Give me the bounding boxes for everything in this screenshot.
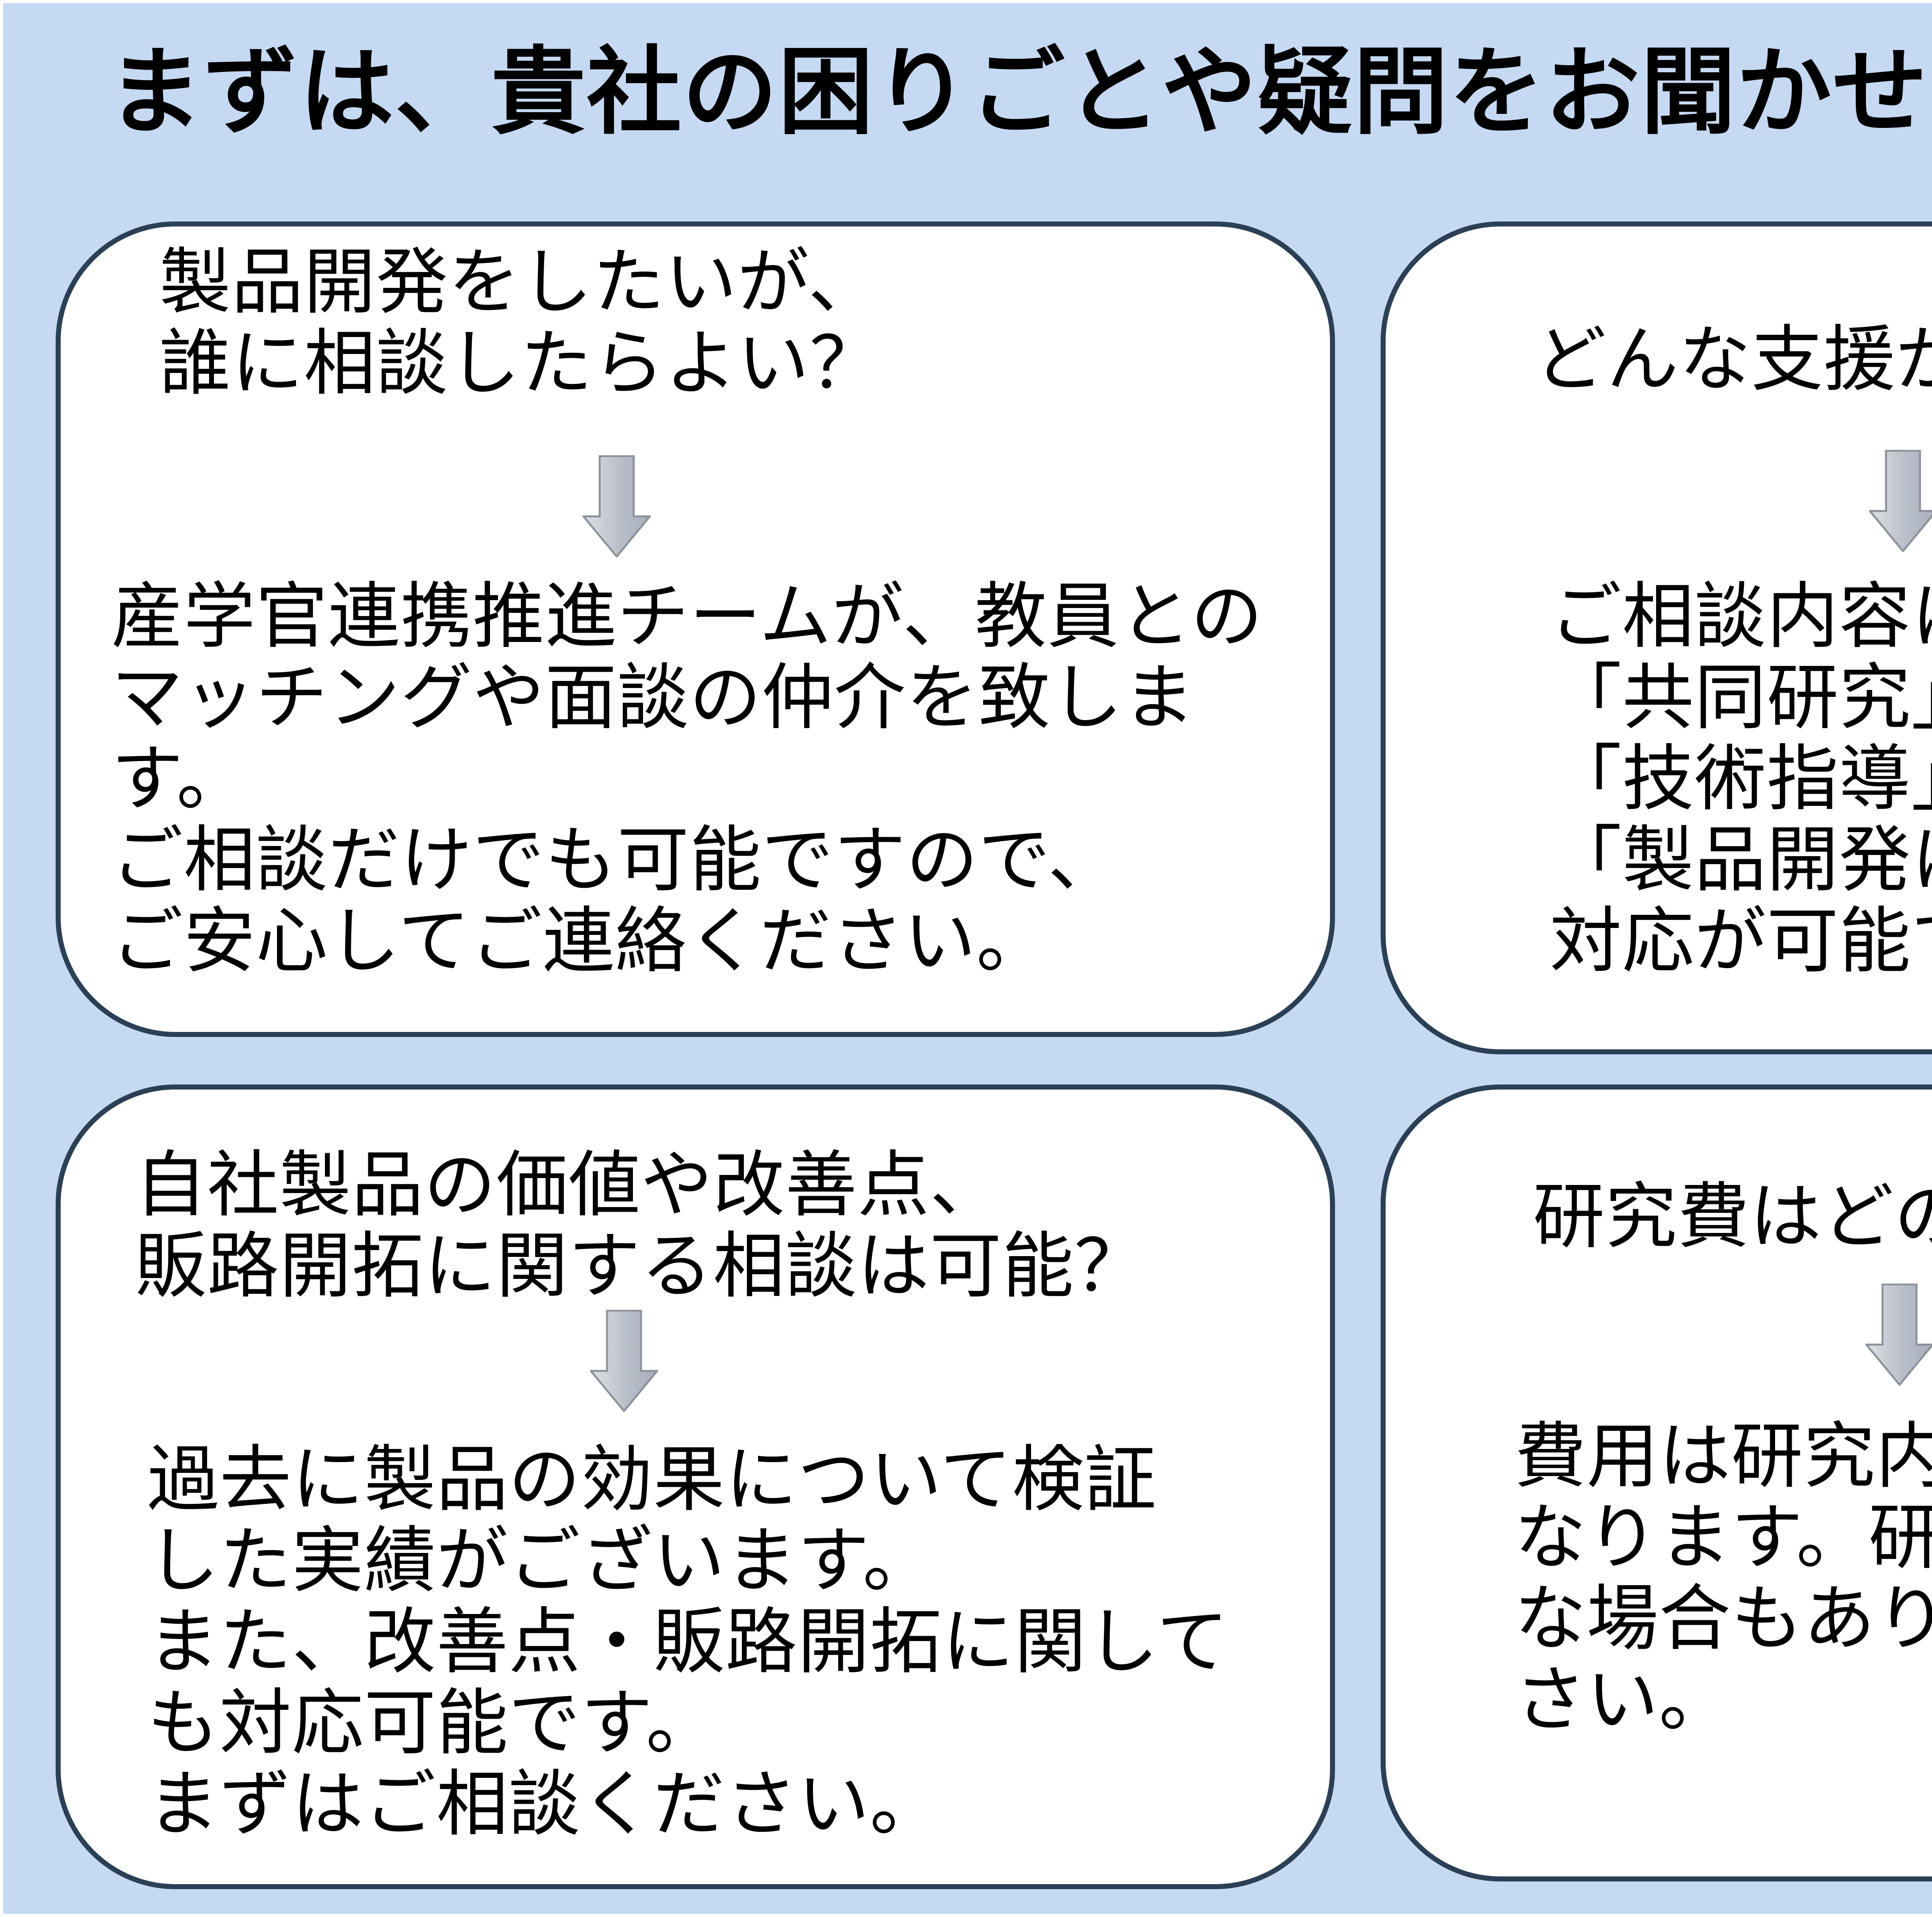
qa-card-research-cost: 研究費はどのくらい必要？ 費用は研究内容や規模によって異 なります。研究助成金の… bbox=[1381, 1084, 1932, 1881]
answer-text: ご相談内容に応じて、 「共同研究」「受託研究」 「技術指導」「アドバイザー」 「… bbox=[1550, 577, 1932, 981]
qa-card-support-types: どんな支援が受けられるの？ ご相談内容に応じて、 「共同研究」「受託研究」 「技… bbox=[1381, 221, 1932, 1054]
down-arrow-icon bbox=[1869, 450, 1932, 552]
question-text: 自社製品の価値や改善点、 販路開拓に関する相談は可能？ bbox=[135, 1145, 1147, 1306]
question-text: どんな支援が受けられるの？ bbox=[1534, 320, 1932, 400]
down-arrow-icon bbox=[590, 1310, 658, 1412]
answer-text: 産学官連携推進チームが、教員との マッチングや面談の仲介を致します。 ご相談だけ… bbox=[111, 577, 1263, 981]
qa-card-product-value: 自社製品の価値や改善点、 販路開拓に関する相談は可能？ 過去に製品の効果について… bbox=[56, 1084, 1335, 1889]
answer-text: 過去に製品の効果について検証 した実績がございます。 また、改善点・販路開拓に関… bbox=[147, 1440, 1229, 1844]
slide-background: まずは、貴社の困りごとや疑問をお聞かせください 製品開発をしたいが、 誰に相談し… bbox=[3, 3, 1932, 1914]
qa-card-consult-partner: 製品開発をしたいが、 誰に相談したらよい？ 産学官連携推進チームが、教員との マ… bbox=[56, 221, 1335, 1037]
answer-text: 費用は研究内容や規模によって異 なります。研究助成金の申請が可能 な場合もありま… bbox=[1514, 1416, 1932, 1740]
down-arrow-icon bbox=[583, 455, 651, 557]
page-title: まずは、貴社の困りごとや疑問をお聞かせください bbox=[107, 39, 1932, 145]
question-text: 製品開発をしたいが、 誰に相談したらよい？ bbox=[159, 242, 882, 403]
question-text: 研究費はどのくらい必要？ bbox=[1533, 1177, 1932, 1257]
down-arrow-icon bbox=[1866, 1284, 1932, 1386]
